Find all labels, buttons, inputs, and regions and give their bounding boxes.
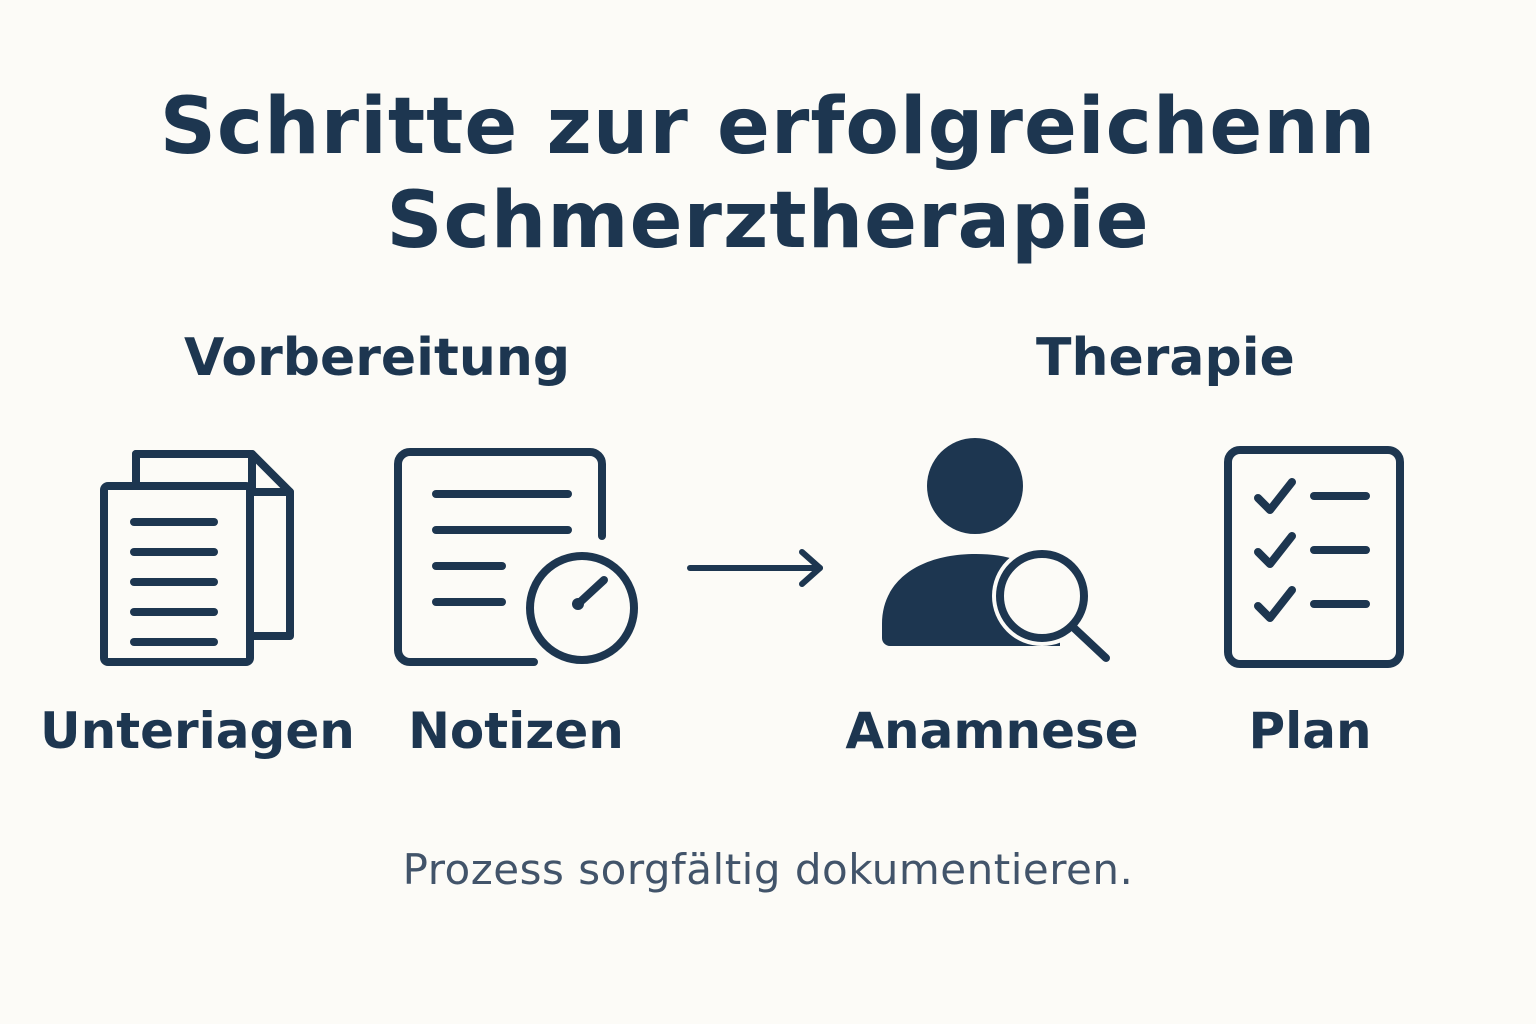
notes-with-gauge-icon (394, 448, 638, 666)
section-label-therapy: Therapie (1036, 328, 1295, 388)
arrow-right-icon (687, 549, 823, 587)
checklist-icon (1224, 446, 1404, 668)
step-label-notes: Notizen (408, 702, 624, 760)
step-label-plan: Plan (1248, 702, 1372, 760)
footer-caption: Prozess sorgfältig dokumentieren. (402, 845, 1134, 894)
documents-icon (100, 450, 294, 666)
step-label-documents: Unteriagen (40, 702, 355, 760)
diagram-title: Schritte zur erfolgreichenn Schmerzthera… (0, 80, 1536, 268)
step-label-anamnesis: Anamnese (845, 702, 1139, 760)
person-search-icon (882, 438, 1110, 662)
title-line-2: Schmerztherapie (386, 176, 1150, 266)
section-label-preparation: Vorbereitung (184, 328, 571, 388)
title-line-1: Schritte zur erfolgreichenn (159, 82, 1377, 172)
